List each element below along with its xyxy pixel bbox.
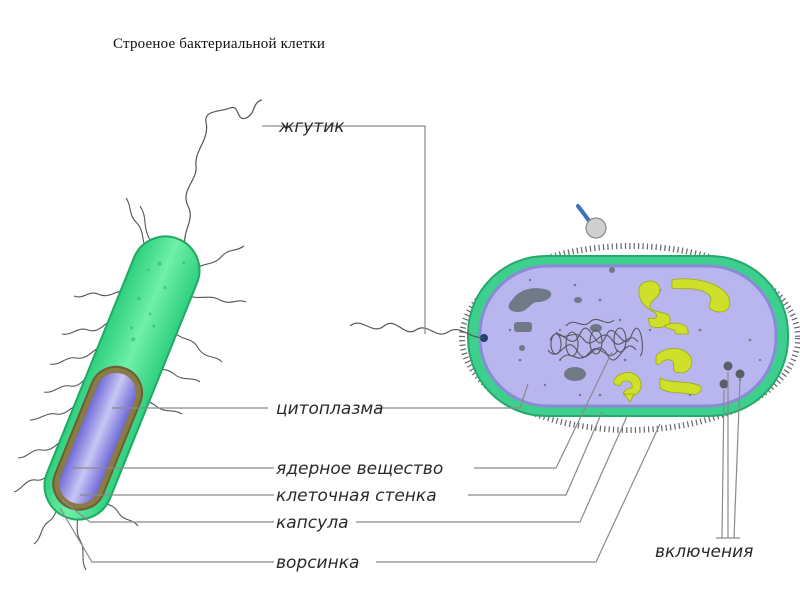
pin-marker (578, 206, 606, 238)
cell-section (350, 206, 798, 430)
label-capsule: капсула (276, 513, 349, 533)
cell-cytoplasm (480, 266, 776, 406)
label-pilus: ворсинка (276, 553, 359, 573)
label-inclusions: включения (655, 542, 753, 562)
cell-flagellum (350, 323, 484, 338)
label-cell-wall: клеточная стенка (276, 486, 437, 506)
rod-bacterium (14, 100, 262, 570)
label-flagellum: жгутик (278, 117, 345, 137)
flagellum-long (185, 100, 262, 252)
label-cytoplasm: цитоплазма (276, 399, 384, 419)
label-nuclear-matter: ядерное вещество (276, 459, 443, 479)
